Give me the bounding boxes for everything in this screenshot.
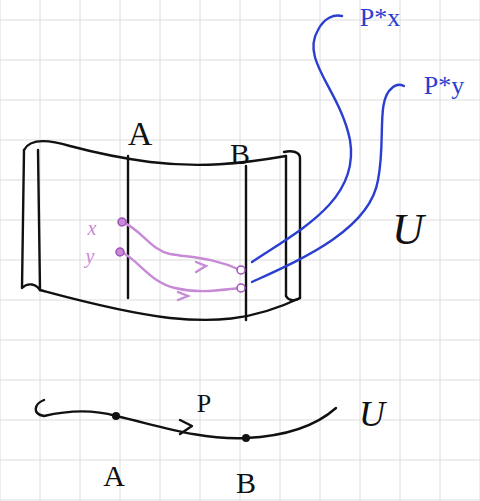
grid-line — [0, 100, 480, 101]
point-label: B — [236, 468, 256, 498]
arrow-head — [178, 292, 188, 300]
grid-line — [320, 0, 321, 501]
band-right-edge — [285, 156, 287, 296]
point-label: y — [86, 246, 95, 266]
band-left-edge — [38, 150, 40, 290]
grid-line — [0, 500, 480, 501]
grid-line — [80, 0, 81, 501]
grid-line — [0, 180, 480, 181]
transport-path — [122, 252, 240, 291]
fiber-a — [127, 156, 129, 298]
point-label: P*y — [424, 73, 464, 99]
path-label: P — [197, 391, 211, 417]
point-py — [237, 284, 245, 292]
grid-line — [0, 300, 480, 301]
grid-line — [0, 460, 480, 461]
fiber-label: B — [230, 139, 250, 169]
point-label: A — [103, 461, 125, 491]
band-bottom-edge — [40, 290, 300, 320]
point-a — [112, 412, 120, 420]
point-label: x — [88, 218, 97, 238]
point-b — [242, 434, 250, 442]
grid-line — [0, 0, 1, 501]
grid-line — [200, 0, 201, 501]
leader-line — [252, 16, 351, 262]
space-label: U — [359, 396, 385, 432]
grid-line — [280, 0, 281, 501]
transport-path — [122, 222, 240, 270]
grid-line — [0, 20, 480, 21]
leader-line — [252, 85, 404, 282]
fiber-b — [245, 166, 247, 320]
point-y — [116, 248, 124, 256]
point-label: P*x — [360, 5, 400, 31]
grid-line — [0, 380, 480, 381]
space-label: U — [392, 208, 424, 252]
point-x — [118, 218, 126, 226]
base-curve — [36, 400, 336, 438]
point-px — [237, 266, 245, 274]
grid-line — [0, 420, 480, 421]
grid-line — [0, 60, 480, 61]
band-right-roll — [284, 151, 300, 300]
arrow-head — [180, 420, 192, 434]
grid-line — [0, 260, 480, 261]
fiber-label: A — [128, 117, 153, 151]
grid-line — [240, 0, 241, 501]
arrow-head — [196, 262, 206, 272]
band-left-roll — [22, 150, 40, 290]
grid-line — [0, 340, 480, 341]
